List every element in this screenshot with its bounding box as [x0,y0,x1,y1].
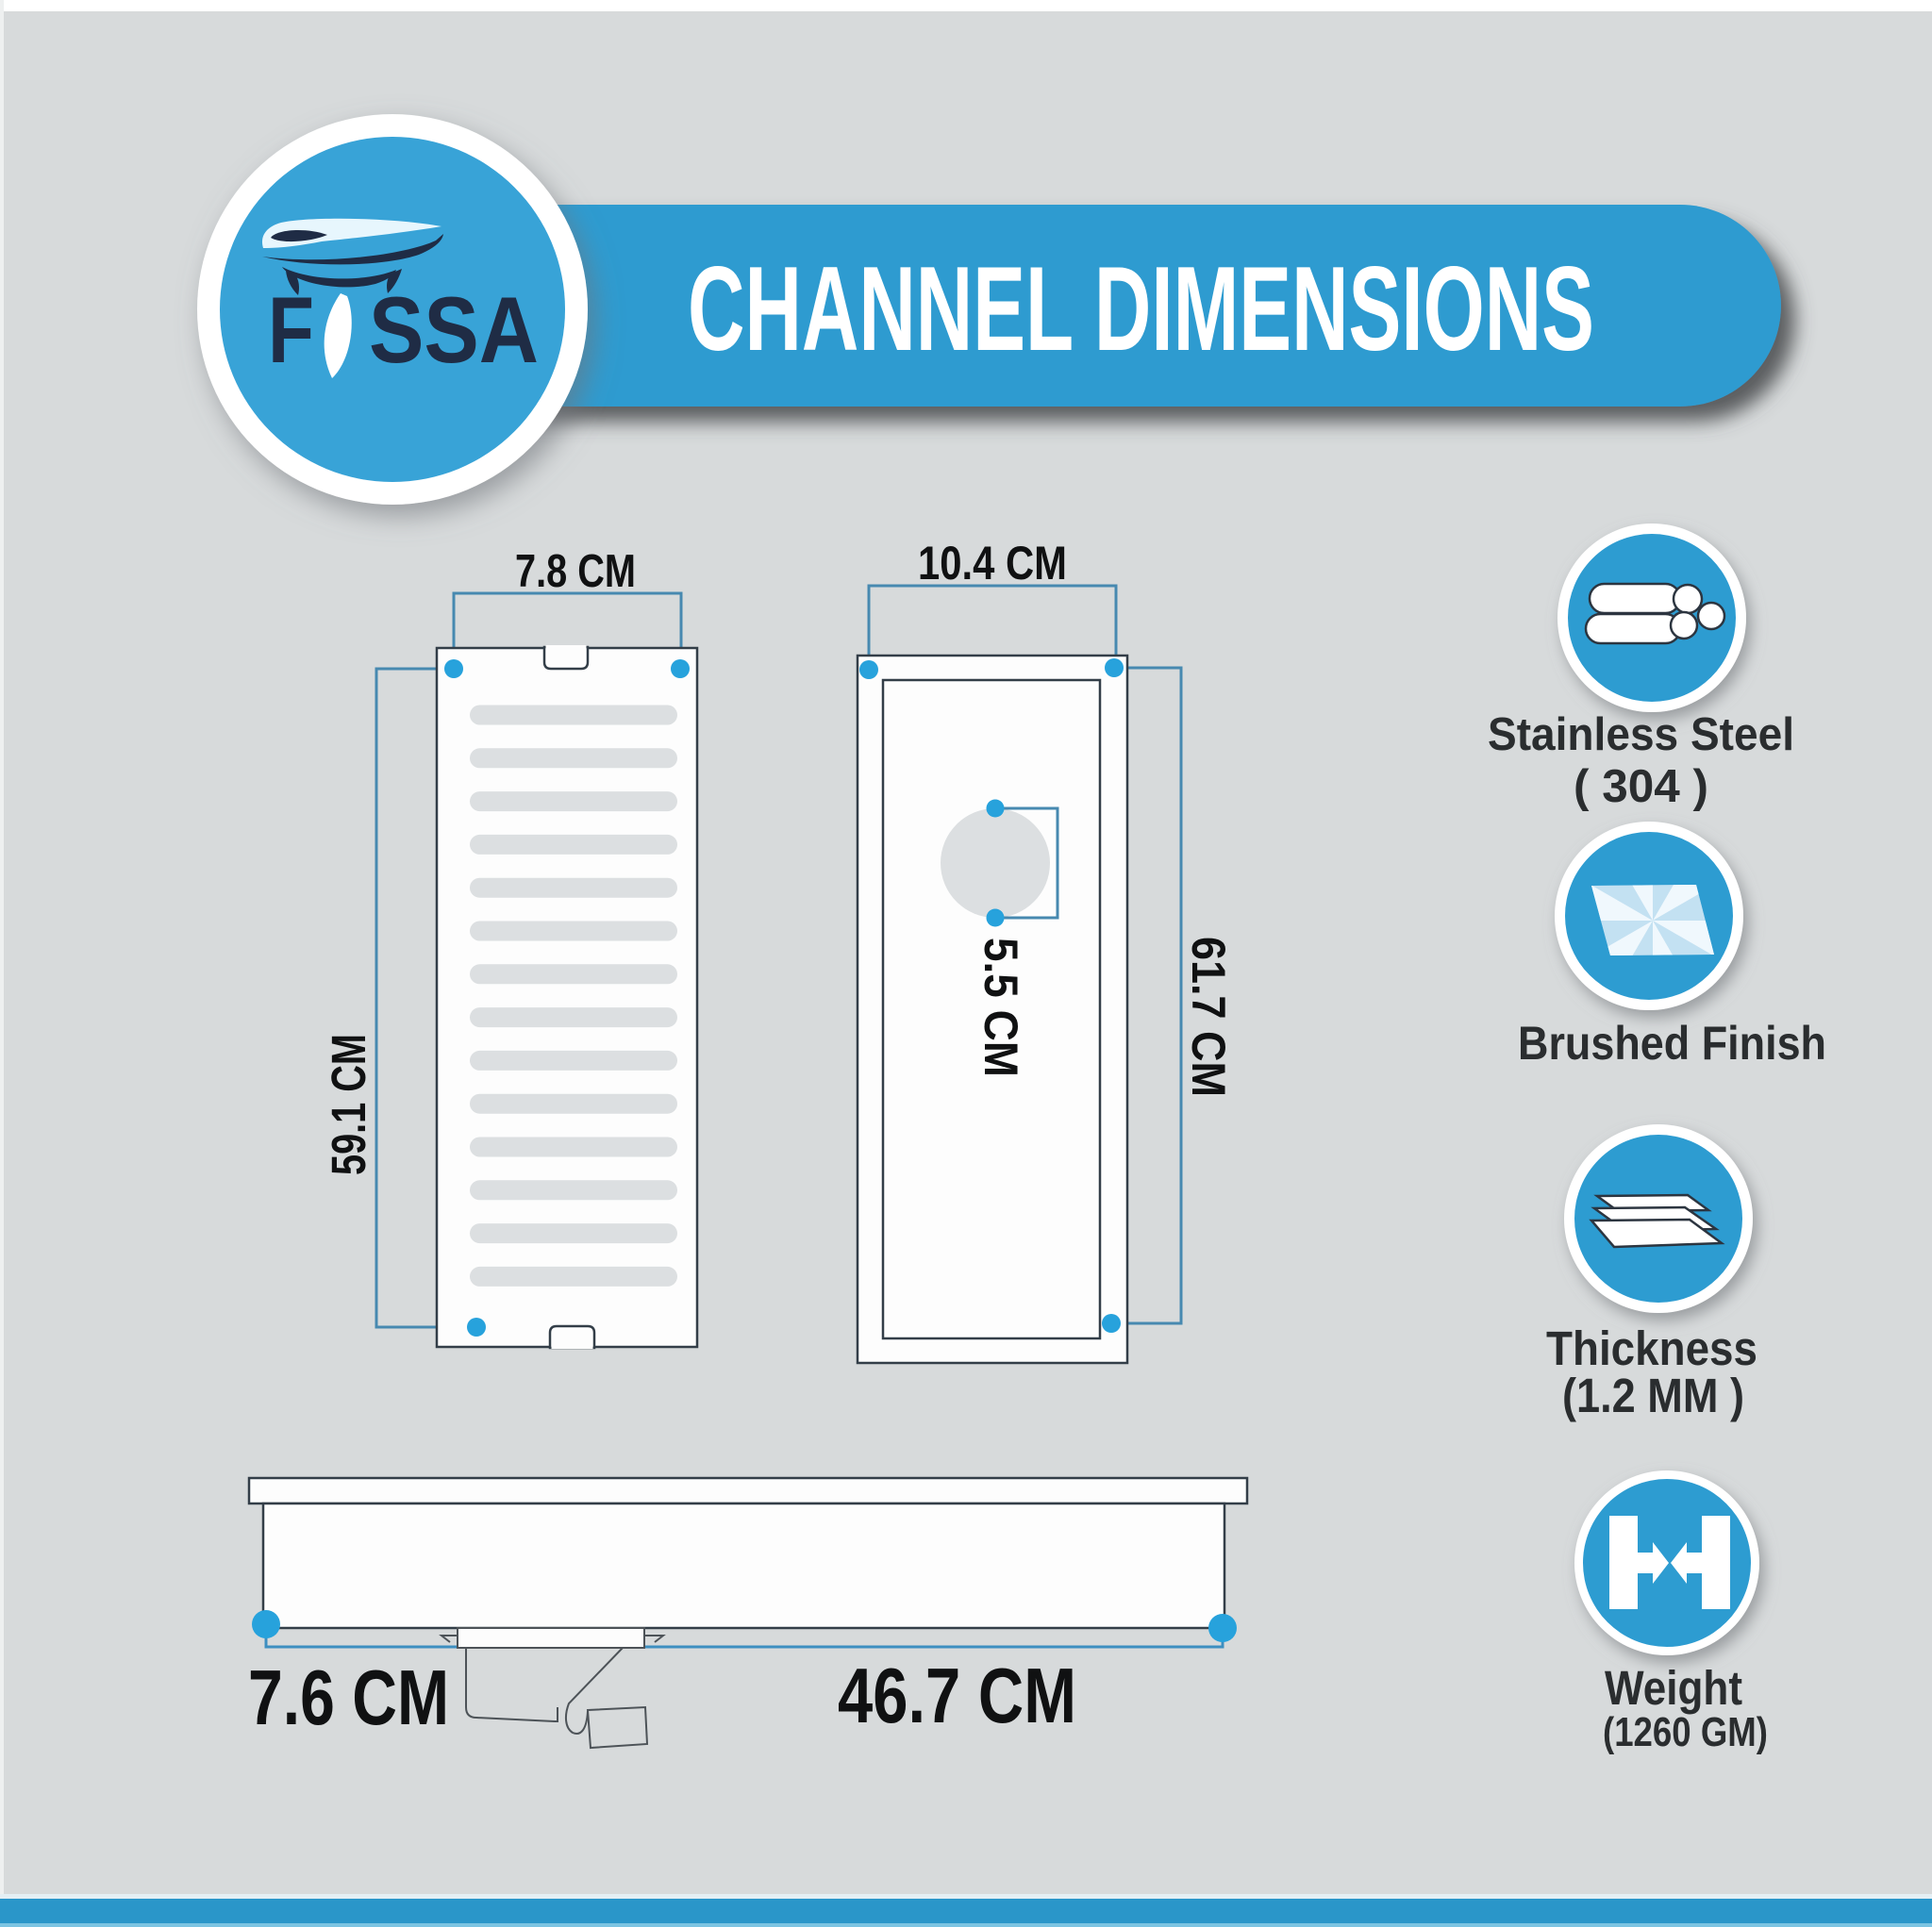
svg-text:Brushed Finish: Brushed Finish [1518,1017,1826,1070]
svg-text:F: F [268,277,314,382]
svg-text:(1.2 MM ): (1.2 MM ) [1562,1369,1744,1422]
svg-text:7.6 CM: 7.6 CM [248,1653,449,1741]
svg-text:SSA: SSA [369,277,539,382]
svg-text:( 304 ): ( 304 ) [1574,761,1708,812]
svg-text:61.7 CM: 61.7 CM [1182,937,1235,1097]
svg-text:5.5 CM: 5.5 CM [974,938,1027,1077]
svg-text:10.4 CM: 10.4 CM [918,537,1067,590]
svg-text:(1260 GM): (1260 GM) [1603,1709,1768,1755]
svg-text:Thickness: Thickness [1546,1321,1757,1375]
svg-text:CHANNEL DIMENSIONS: CHANNEL DIMENSIONS [688,241,1594,375]
svg-text:59.1 CM: 59.1 CM [322,1034,375,1175]
svg-text:46.7 CM: 46.7 CM [838,1652,1076,1739]
svg-text:Stainless Steel: Stainless Steel [1488,709,1794,760]
svg-text:Weight: Weight [1605,1661,1742,1715]
svg-text:7.8 CM: 7.8 CM [515,546,636,597]
